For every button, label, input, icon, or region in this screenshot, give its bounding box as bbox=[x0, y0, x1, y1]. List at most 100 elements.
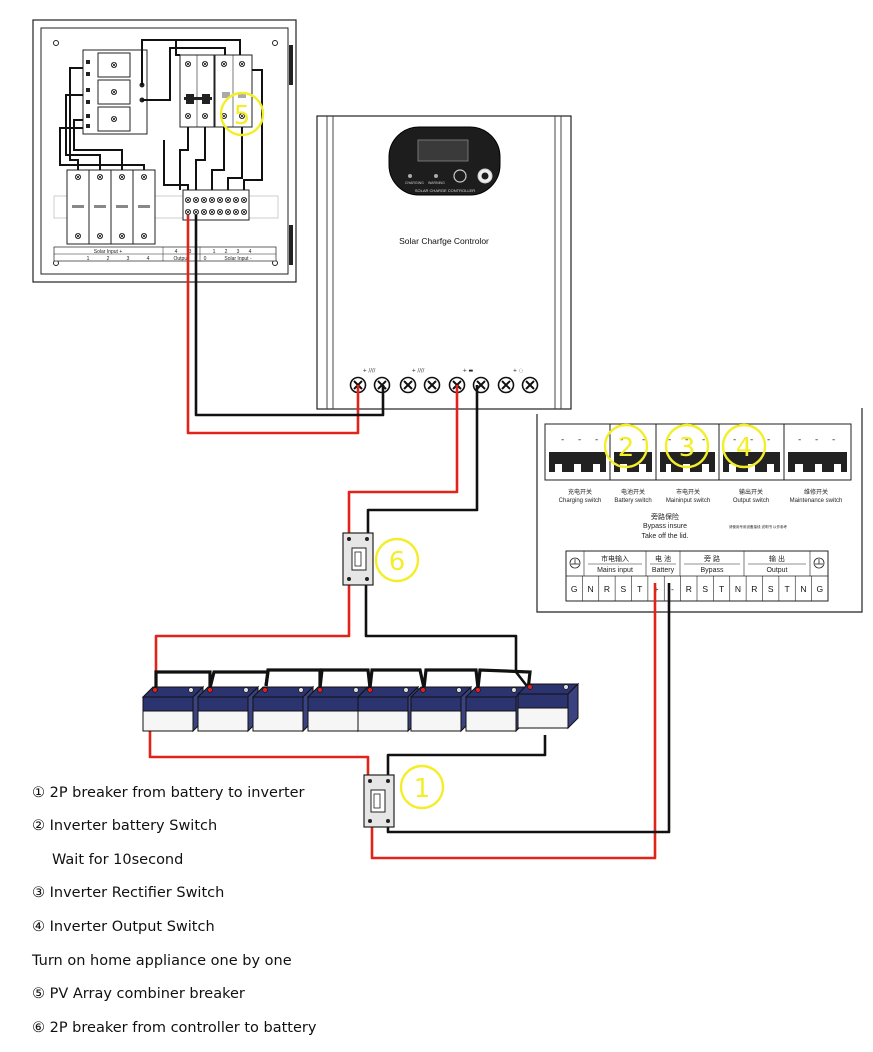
marker-1-ring bbox=[399, 764, 445, 810]
marker-4-label: 4 bbox=[736, 433, 753, 463]
negative-wires bbox=[194, 215, 671, 834]
svg-text:-: - bbox=[578, 435, 581, 445]
legend-step-1: ① 2P breaker from battery to inverter bbox=[32, 785, 305, 801]
maintenance-switch-en: Maintenance switch bbox=[790, 498, 843, 504]
output-switch-en: Output switch bbox=[733, 498, 769, 504]
mains-input-en: Mains input bbox=[597, 567, 633, 574]
svg-text:-: - bbox=[815, 435, 818, 445]
inverter-terminal-8: S bbox=[702, 584, 708, 594]
svg-text:-: - bbox=[798, 435, 801, 445]
inverter-terminal-11: R bbox=[751, 584, 757, 594]
charging-switch-en: Charging switch bbox=[559, 498, 602, 504]
legend-step-4: ④ Inverter Output Switch bbox=[32, 919, 215, 935]
combiner-solar-input-minus: Solar Input - bbox=[224, 256, 252, 262]
combiner-strip-num: 2 bbox=[225, 249, 228, 255]
inverter-terminal-10: N bbox=[735, 584, 741, 594]
inverter-terminal-1: N bbox=[587, 584, 593, 594]
svg-text:-: - bbox=[832, 435, 835, 445]
maininput-switch-en: Maininput switch bbox=[666, 498, 710, 504]
bypass-group-en: Bypass bbox=[701, 567, 724, 574]
pv1-terminal-mark: + //// bbox=[363, 368, 376, 374]
legend-appliances: Turn on home appliance one by one bbox=[32, 953, 292, 969]
svg-text:-: - bbox=[733, 435, 736, 445]
inverter-terminal-13: T bbox=[784, 584, 789, 594]
marker-5-label: 5 bbox=[234, 101, 251, 131]
combiner-strip-num: 1 bbox=[213, 249, 216, 255]
marker-5-ring bbox=[219, 91, 265, 137]
breaker-6 bbox=[342, 532, 374, 586]
combiner-strip-num: 3 bbox=[189, 249, 192, 255]
combiner-output-label: Output bbox=[173, 256, 189, 262]
inverter-fine-print: 请使用专用设备接线 说明书 以作参考 bbox=[729, 524, 787, 529]
maininput-switch-cn: 市电开关 bbox=[676, 488, 700, 496]
breaker-1 bbox=[363, 774, 395, 828]
inverter-terminal-12: S bbox=[768, 584, 774, 594]
battery-switch-cn: 电池开关 bbox=[621, 488, 645, 496]
output-group-en: Output bbox=[766, 567, 787, 574]
inverter-terminal-3: S bbox=[620, 584, 626, 594]
inverter-terminal-0: G bbox=[571, 584, 578, 594]
marker-4-ring bbox=[721, 423, 767, 469]
combiner-strip-num: 3 bbox=[237, 249, 240, 255]
combiner-solar-input-plus: Solar Input + bbox=[94, 249, 123, 255]
combiner-box: Solar Input + 1 2 3 4 4 3 Output 0 1 2 3… bbox=[32, 19, 297, 283]
battery-group-cn: 电 池 bbox=[655, 554, 671, 563]
combiner-strip-num: 4 bbox=[147, 256, 150, 262]
svg-text:-: - bbox=[561, 435, 564, 445]
bypass-group-cn: 旁 路 bbox=[704, 554, 720, 563]
svg-text:-: - bbox=[620, 435, 623, 445]
marker-6-ring bbox=[374, 537, 420, 583]
marker-6-label: 6 bbox=[389, 547, 406, 577]
mains-input-cn: 市电输入 bbox=[601, 554, 629, 563]
inverter-terminal-6: - bbox=[671, 584, 674, 594]
positive-wires bbox=[148, 215, 657, 860]
legend-step-6: ⑥ 2P breaker from controller to battery bbox=[32, 1020, 317, 1036]
inverter-terminal-2: R bbox=[604, 584, 610, 594]
marker-2-ring bbox=[603, 423, 649, 469]
indicator-charging: CHARGING bbox=[405, 181, 424, 185]
combiner-strip-num: 4 bbox=[175, 249, 178, 255]
output-switch-cn: 输出开关 bbox=[739, 488, 763, 496]
legend-step-3: ③ Inverter Rectifier Switch bbox=[32, 885, 225, 901]
svg-text:-: - bbox=[767, 435, 770, 445]
battery-links bbox=[154, 668, 532, 691]
battery-bank bbox=[142, 683, 579, 732]
svg-text:-: - bbox=[668, 435, 671, 445]
marker-2-label: 2 bbox=[618, 433, 635, 463]
combiner-strip-num: 3 bbox=[127, 256, 130, 262]
charging-switch-cn: 充电开关 bbox=[568, 488, 592, 496]
legend-step-5: ⑤ PV Array combiner breaker bbox=[32, 986, 245, 1002]
svg-text:-: - bbox=[685, 435, 688, 445]
svg-text:-: - bbox=[750, 435, 753, 445]
marker-3-ring bbox=[664, 423, 710, 469]
inverter-terminal-7: R bbox=[686, 584, 692, 594]
bypass-cn: 旁路保险 bbox=[651, 512, 679, 521]
inverter-terminal-15: G bbox=[817, 584, 824, 594]
legend-step-2: ② Inverter battery Switch bbox=[32, 818, 218, 834]
marker-1-label: 1 bbox=[414, 774, 431, 804]
display-label: SOLAR CHARGE CONTROLLER bbox=[415, 188, 475, 193]
load-terminal-mark: + ◌ bbox=[513, 368, 523, 374]
inverter-terminal-14: N bbox=[800, 584, 806, 594]
combiner-strip-num: 1 bbox=[87, 256, 90, 262]
svg-text:-: - bbox=[642, 435, 645, 445]
maintenance-switch-cn: 维修开关 bbox=[804, 488, 828, 496]
bypass-en: Bypass insure bbox=[643, 523, 687, 530]
charge-controller: CHARGING WARNING SOLAR CHARGE CONTROLLER… bbox=[316, 115, 572, 410]
battery-group-en: Battery bbox=[652, 567, 675, 574]
combiner-strip-num: 4 bbox=[249, 249, 252, 255]
output-group-cn: 输 出 bbox=[769, 554, 785, 563]
inverter-terminal-4: T bbox=[637, 584, 642, 594]
svg-text:-: - bbox=[595, 435, 598, 445]
pv2-terminal-mark: + //// bbox=[412, 368, 425, 374]
battery-terminal-mark: + ▬ bbox=[463, 368, 474, 374]
svg-text:-: - bbox=[702, 435, 705, 445]
bypass-note: Take off the lid. bbox=[642, 533, 689, 540]
indicator-warning: WARNING bbox=[428, 181, 445, 185]
step-markers bbox=[219, 91, 767, 810]
combiner-strip-num: 2 bbox=[107, 256, 110, 262]
legend-wait: Wait for 10second bbox=[52, 852, 184, 868]
combiner-strip-num: 0 bbox=[204, 256, 207, 262]
controller-title: Solar Charfge Controlor bbox=[399, 236, 489, 246]
